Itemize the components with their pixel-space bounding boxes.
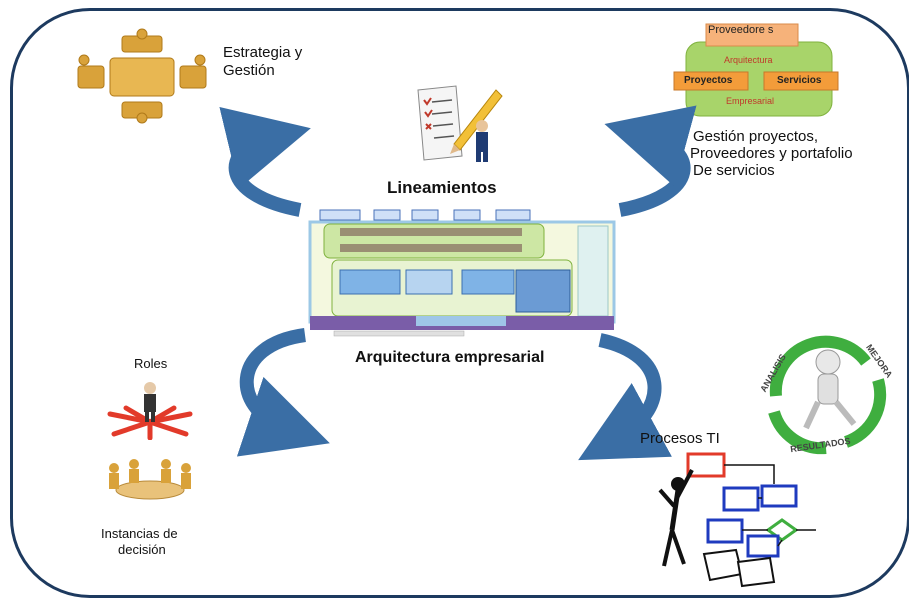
decision-meeting-illustration [100,458,200,506]
strategy-label-line2: Gestión [223,62,275,79]
projects-caption-line2: Proveedores y portafolio [690,145,853,162]
ring-bottom-label: Empresarial [726,96,775,106]
roles-illustration [90,378,210,441]
it-processes-label: Procesos TI [640,430,720,447]
ring-top-label: Arquitectura [724,55,773,65]
enterprise-architecture-title: Arquitectura empresarial [355,349,545,366]
arrow-top-right [604,105,697,217]
roles-label: Roles [134,356,168,371]
projects-box-label: Proyectos [684,75,733,86]
arrow-bottom-right [578,333,672,461]
improvement-cycle-illustration [746,332,906,460]
provider-box-text: Proveedore s [708,24,774,36]
decision-label-line1: Instancias de [101,526,178,541]
guidelines-document-illustration [412,82,504,164]
projects-caption-line1: Gestión proyectos, [693,128,819,145]
arrow-top-left [219,107,311,217]
strategy-people-illustration [72,28,212,124]
services-box-label: Servicios [777,75,822,86]
strategy-label-line1: Estrategia y [223,44,303,61]
it-processes-illustration [654,450,820,590]
projects-caption-line3: De servicios [693,162,775,179]
decision-label-line2: decisión [118,542,166,557]
guidelines-title: Lineamientos [387,178,497,197]
arrow-bottom-left [236,328,330,457]
enterprise-architecture-diagram [306,204,618,338]
architecture-ring-diagram [672,20,844,120]
